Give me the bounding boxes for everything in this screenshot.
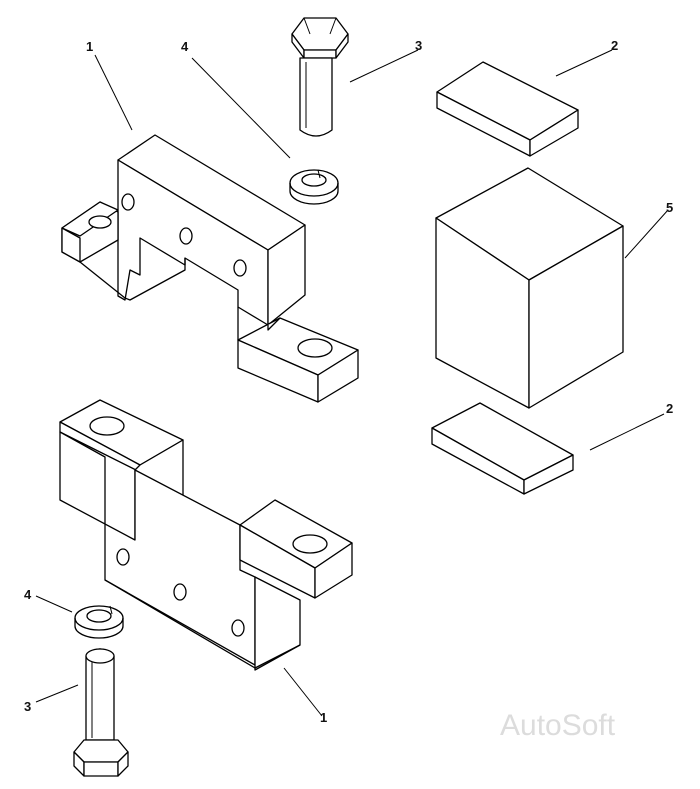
watermark: AutoSoft (500, 709, 616, 742)
bottom-bolt (73, 648, 129, 777)
bottom-washer (74, 605, 124, 639)
callout-block: 5 (666, 200, 673, 215)
top-bolt (291, 17, 349, 137)
block (435, 167, 624, 409)
callout-bolt-bottom: 3 (24, 699, 31, 714)
leader-lines (35, 49, 669, 717)
lower-bracket (59, 399, 353, 671)
top-washer (289, 169, 339, 205)
bottom-pad (431, 402, 574, 495)
callout-pad-top: 2 (611, 38, 618, 53)
callout-bracket-top: 1 (86, 39, 93, 54)
callout-pad-bottom: 2 (666, 401, 673, 416)
top-pad (436, 61, 579, 157)
callout-washer-top: 4 (181, 39, 189, 54)
callout-bolt-top: 3 (415, 38, 422, 53)
callout-washer-bottom: 4 (24, 587, 32, 602)
upper-bracket (61, 134, 359, 403)
callout-bracket-bottom: 1 (320, 710, 327, 725)
